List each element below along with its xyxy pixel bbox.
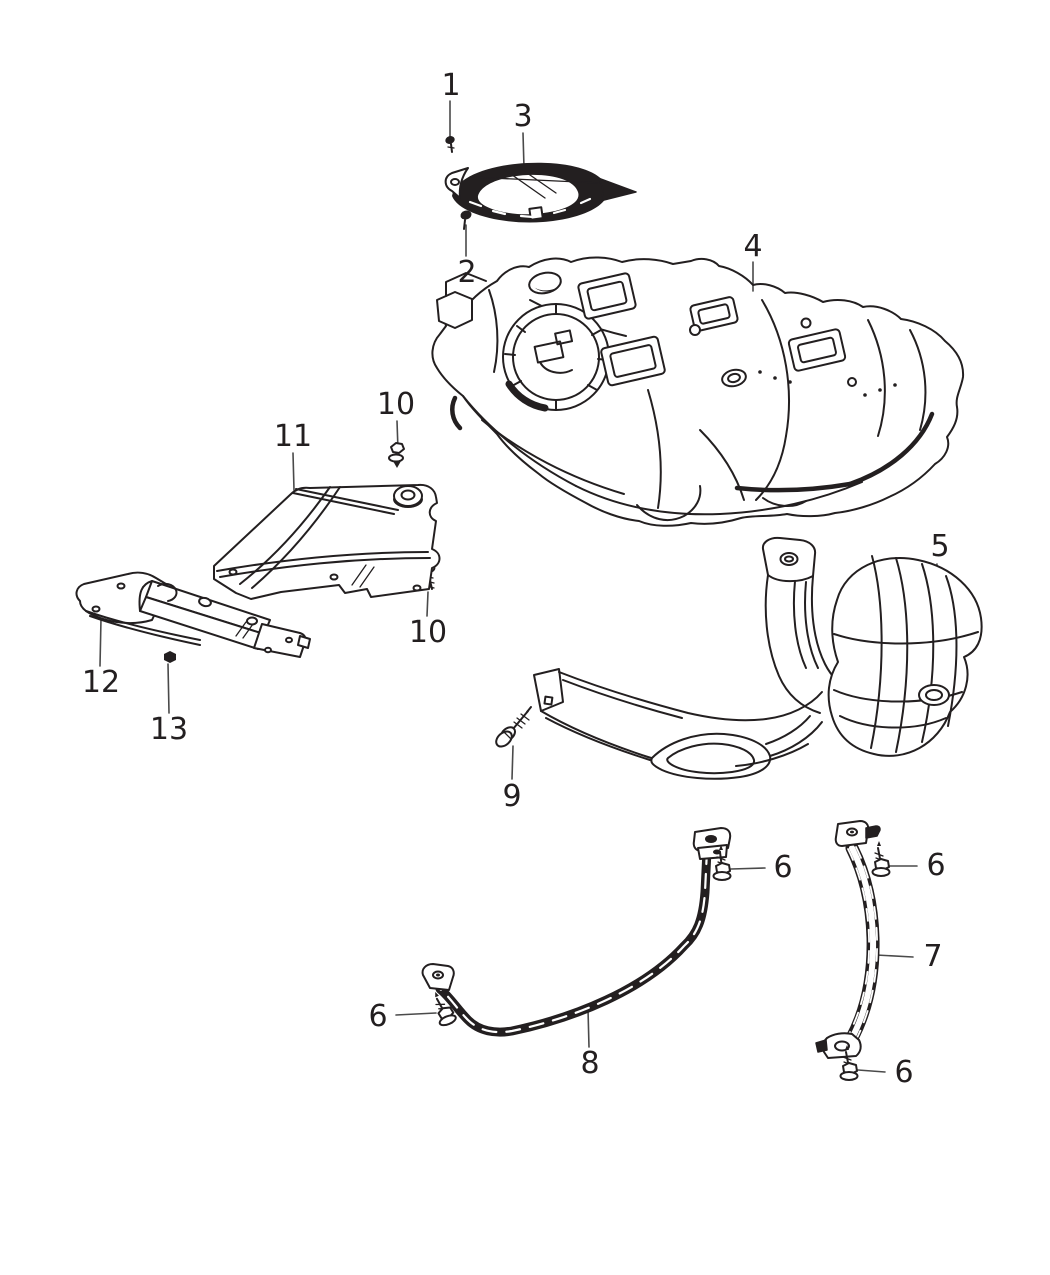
callout-5-heat-shield-right[interactable]: 5 <box>930 529 950 564</box>
callout-13-nut[interactable]: 13 <box>149 712 189 747</box>
callout-6-bolt-b[interactable]: 6 <box>926 848 946 883</box>
leader-lines <box>99 100 938 1073</box>
callout-8-strap-long[interactable]: 8 <box>580 1046 600 1081</box>
callout-3-lock-ring[interactable]: 3 <box>513 99 533 134</box>
callout-10-screw-lower[interactable]: 10 <box>408 615 448 650</box>
heat-shield-right <box>533 536 983 780</box>
bolt-6-left-lower <box>435 991 457 1027</box>
callout-9-bolt[interactable]: 9 <box>502 779 522 814</box>
skid-plate <box>75 571 311 658</box>
nut-13 <box>164 651 176 663</box>
callout-11-heat-shield-left[interactable]: 11 <box>273 419 313 454</box>
bolt-9 <box>495 706 532 748</box>
screw-1 <box>445 136 455 153</box>
callout-7-strap-right[interactable]: 7 <box>923 939 943 974</box>
heat-shield-left <box>213 483 441 600</box>
callout-6-bolt-c[interactable]: 6 <box>368 999 388 1034</box>
callout-12-skid-plate[interactable]: 12 <box>81 665 121 700</box>
callout-10-screw-upper[interactable]: 10 <box>376 387 416 422</box>
screw-10-upper <box>388 442 405 468</box>
bolt-6-right-lower <box>839 1045 859 1081</box>
bolt-6-right-upper <box>871 841 891 877</box>
callout-6-bolt-d[interactable]: 6 <box>894 1055 914 1090</box>
callout-1-screw[interactable]: 1 <box>441 68 461 103</box>
bolt-6-left-upper <box>712 845 732 881</box>
callout-4-fuel-tank[interactable]: 4 <box>743 229 763 264</box>
fuel-tank <box>431 256 965 527</box>
callout-6-bolt-a[interactable]: 6 <box>773 850 793 885</box>
callout-2-screw[interactable]: 2 <box>457 255 477 290</box>
fuel-tank-strap-right <box>815 820 881 1059</box>
fuel-tank-strap-long <box>421 827 732 1037</box>
screw-2 <box>460 210 472 230</box>
lock-ring <box>444 162 637 223</box>
